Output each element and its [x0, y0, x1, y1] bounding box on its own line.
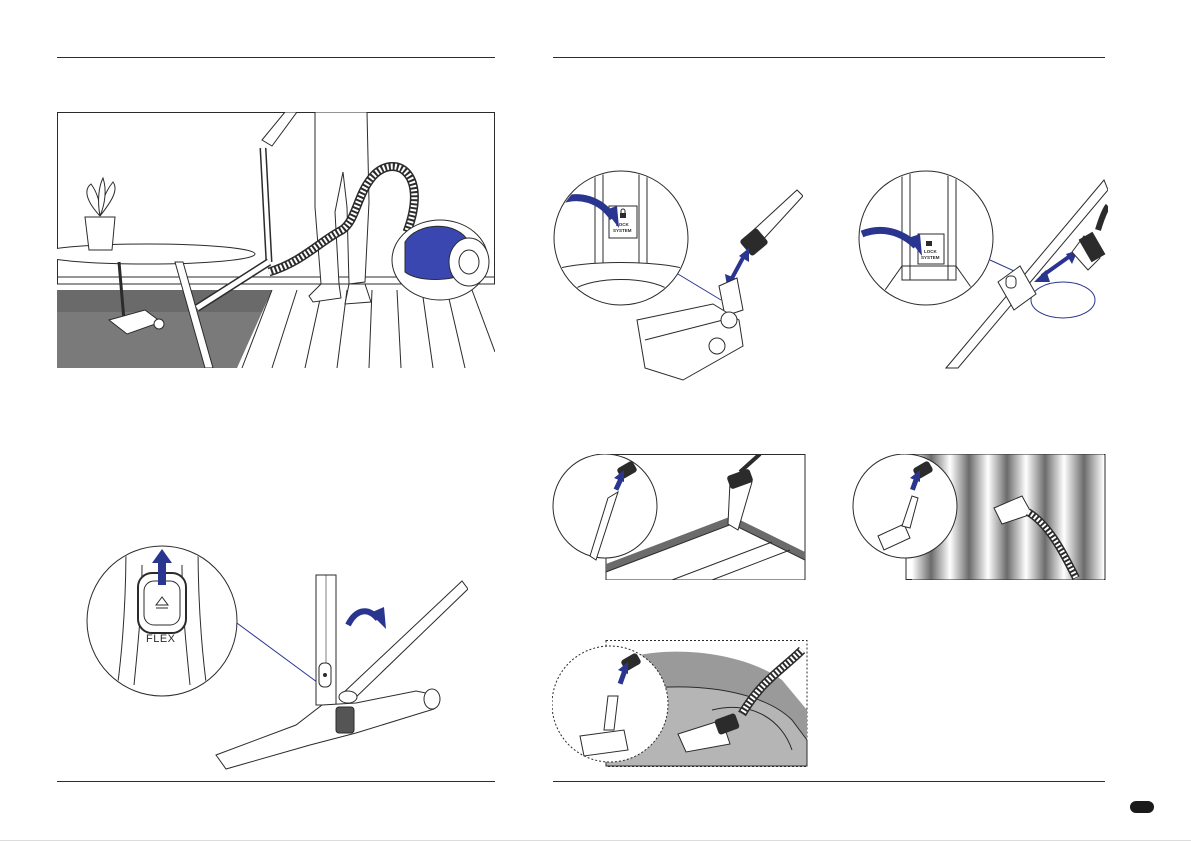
upholstery-tool-illustration: [852, 454, 1106, 580]
bottom-rule-right: [553, 781, 1105, 782]
top-rule-right: [553, 57, 1105, 58]
crevice-tool-illustration: [552, 454, 806, 580]
curved-arrow-icon: [348, 607, 386, 629]
floor-nozzle-lock-illustration: LOCK SYSTEM: [553, 170, 803, 385]
lock-label-line2: SYSTEM: [613, 228, 632, 233]
flex-button-label: FLEX: [146, 633, 176, 645]
lock-label-line1-b: LOCK: [924, 249, 937, 254]
page-number-badge: [1130, 801, 1154, 813]
room-scene-illustration: [57, 112, 495, 368]
bottom-rule-left: [57, 781, 495, 782]
wand-lock-illustration: LOCK SYSTEM: [858, 170, 1108, 370]
lock-label-line2-b: SYSTEM: [921, 255, 940, 260]
top-rule-left: [57, 57, 495, 58]
turbo-brush-illustration: [552, 640, 808, 768]
flex-fold-illustration: FLEX: [86, 545, 468, 773]
